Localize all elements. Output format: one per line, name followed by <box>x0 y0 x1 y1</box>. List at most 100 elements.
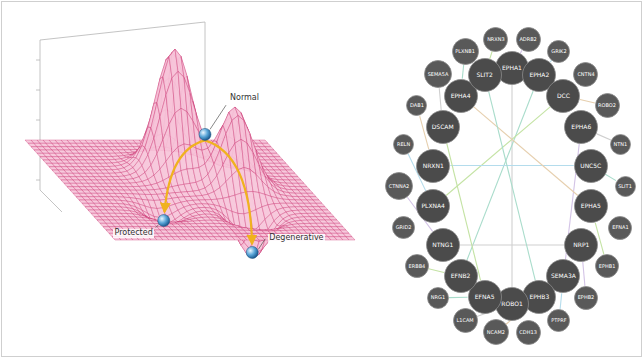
interaction-edge <box>580 100 595 104</box>
gene-name: PLXNB1 <box>455 49 475 54</box>
gene-node-small: CNTN4 <box>573 62 598 87</box>
gene-name: SEMA3A <box>551 273 576 279</box>
mesh-cell <box>331 220 340 223</box>
gene-name: EPHA5 <box>581 203 601 209</box>
gene-name: NCAM2 <box>487 330 505 335</box>
gene-node: UNC5C <box>574 149 608 183</box>
gene-node-small: NTN1 <box>610 134 631 155</box>
node-circle <box>407 96 427 116</box>
gene-node-small: GRID2 <box>392 216 415 239</box>
mesh-cell <box>280 163 289 166</box>
gene-node: EFNB2 <box>444 259 478 293</box>
gene-name: NRXN1 <box>423 163 444 169</box>
node-circle <box>386 173 413 200</box>
gene-name: ERBB4 <box>409 264 426 269</box>
gene-node-small: RELN <box>393 134 414 155</box>
node-circle <box>428 287 449 308</box>
mesh-cell <box>259 140 268 143</box>
node-circle <box>426 111 459 144</box>
node-circle <box>574 149 607 182</box>
gene-node: NRXN1 <box>416 149 450 183</box>
mesh-cell <box>295 180 304 183</box>
interaction-edge <box>520 50 522 53</box>
gene-node: NRP1 <box>564 228 598 262</box>
mesh-cell <box>313 200 322 203</box>
mesh-cell <box>337 227 346 230</box>
axis-tick <box>36 180 40 181</box>
gene-name: ROBO2 <box>598 103 616 108</box>
node-circle <box>574 190 607 223</box>
gene-name: EPHA4 <box>451 93 471 99</box>
node-circle <box>547 79 580 112</box>
gene-node: DCC <box>546 79 580 113</box>
node-circle <box>574 286 597 309</box>
interaction-edge <box>489 92 536 281</box>
interaction-edge <box>550 60 551 62</box>
mesh-cell <box>334 223 343 226</box>
interaction-edge <box>583 262 585 286</box>
gene-node-small: EPHB2 <box>574 286 598 310</box>
gene-name: SLIT2 <box>476 72 492 78</box>
gene-name: EFNB2 <box>451 273 471 279</box>
gene-name: PLXNA4 <box>421 203 444 209</box>
gene-name: EPHA2 <box>529 72 549 78</box>
node-circle <box>565 229 598 262</box>
node-circle <box>610 134 630 154</box>
gene-node: NTNG1 <box>426 228 460 262</box>
interaction-edge <box>474 107 578 196</box>
gene-name: SLIT1 <box>618 184 632 189</box>
node-circle <box>615 176 635 196</box>
gene-node-small: PTPRF <box>547 309 570 332</box>
gene-node-small: CTNNA2 <box>385 172 413 200</box>
gene-node: EPHA5 <box>574 189 608 223</box>
gene-node-small: CDH13 <box>516 320 541 345</box>
gene-node-small: ROBO2 <box>595 93 620 118</box>
state-label: Normal <box>229 94 260 103</box>
gene-name: EPHB2 <box>578 295 595 300</box>
mesh-cell <box>262 143 271 146</box>
node-circle <box>405 255 428 278</box>
gene-name: EPHB1 <box>599 264 616 269</box>
gene-name: EFNA1 <box>612 225 628 230</box>
gene-node-small: SLIT1 <box>615 176 636 197</box>
mesh-cell <box>343 233 352 236</box>
mesh-cell <box>298 183 307 186</box>
gene-node-small: EFNA1 <box>608 216 632 240</box>
gene-node: PLXNA4 <box>416 189 450 223</box>
interaction-edge <box>460 244 565 245</box>
axis-tick <box>36 90 40 91</box>
axis-tick <box>36 120 40 121</box>
node-circle <box>425 61 452 88</box>
mesh-cell <box>301 187 310 190</box>
node-circle <box>483 320 508 345</box>
state-ball <box>246 246 258 258</box>
node-circle <box>417 149 450 182</box>
gene-name: UNC5C <box>580 163 601 169</box>
interaction-edge <box>560 293 562 309</box>
axis-tick <box>36 60 40 61</box>
gene-name: CNTN4 <box>577 72 594 77</box>
mesh-cell <box>289 173 298 176</box>
node-circle <box>453 309 477 333</box>
gene-node-small: NRXN3 <box>483 27 508 52</box>
mesh-cell <box>283 167 292 170</box>
mesh-cell <box>310 197 319 200</box>
gene-name: NRG1 <box>431 295 445 300</box>
mesh-cell <box>340 230 349 233</box>
node-circle <box>426 229 459 262</box>
node-circle <box>609 216 632 239</box>
gene-node-small: L1CAM <box>453 308 478 333</box>
mesh-cell <box>292 177 301 180</box>
gene-name: EFNA5 <box>475 294 495 300</box>
node-circle <box>468 59 501 92</box>
gene-name: CDH13 <box>519 330 536 335</box>
gene-node: EPHA6 <box>564 110 598 144</box>
interaction-edge <box>446 107 550 196</box>
gene-name: EPHB3 <box>529 294 549 300</box>
gene-name: DAB1 <box>410 103 424 108</box>
node-circle <box>574 62 598 86</box>
node-circle <box>452 38 478 64</box>
node-circle <box>516 28 540 52</box>
